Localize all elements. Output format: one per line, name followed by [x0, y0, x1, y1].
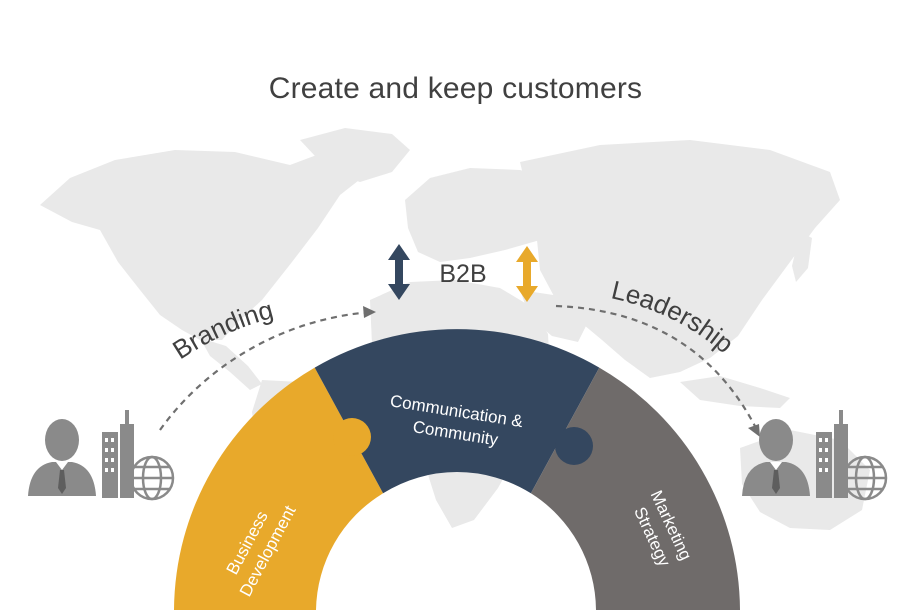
map-japan [792, 232, 812, 282]
segment-marketing-strategy [530, 367, 740, 610]
leadership-arrowhead [748, 424, 760, 437]
right-business-group [742, 410, 888, 501]
skyscraper-icon [102, 410, 134, 498]
left-business-group [28, 410, 175, 501]
businessman-icon [742, 419, 810, 496]
map-north-america [40, 148, 372, 340]
puzzle-tab-gold [333, 418, 371, 456]
skyscraper-icon [816, 410, 848, 498]
leadership-arrow-path [555, 304, 759, 433]
branding-arrowhead [363, 306, 376, 318]
branding-arrow-path [159, 310, 373, 431]
map-greenland [300, 128, 410, 182]
b2b-label: B2B [439, 260, 486, 288]
map-central-america [200, 338, 262, 390]
up-down-arrow-icon-gold [516, 246, 538, 302]
map-indonesia [680, 376, 790, 408]
globe-icon [129, 455, 175, 501]
map-europe [405, 168, 560, 262]
map-arabia [520, 290, 590, 342]
map-asia [520, 140, 840, 378]
segment-communication-community [314, 329, 600, 494]
up-down-arrow-icon-navy [388, 244, 410, 300]
globe-icon [842, 455, 888, 501]
puzzle-ring: Business Development Communication & Com… [174, 329, 740, 610]
segment-business-development [174, 367, 384, 610]
dashed-arrows [159, 304, 759, 433]
page-title: Create and keep customers [268, 72, 643, 105]
puzzle-tab-navy [555, 427, 593, 465]
businessman-icon [28, 419, 96, 496]
